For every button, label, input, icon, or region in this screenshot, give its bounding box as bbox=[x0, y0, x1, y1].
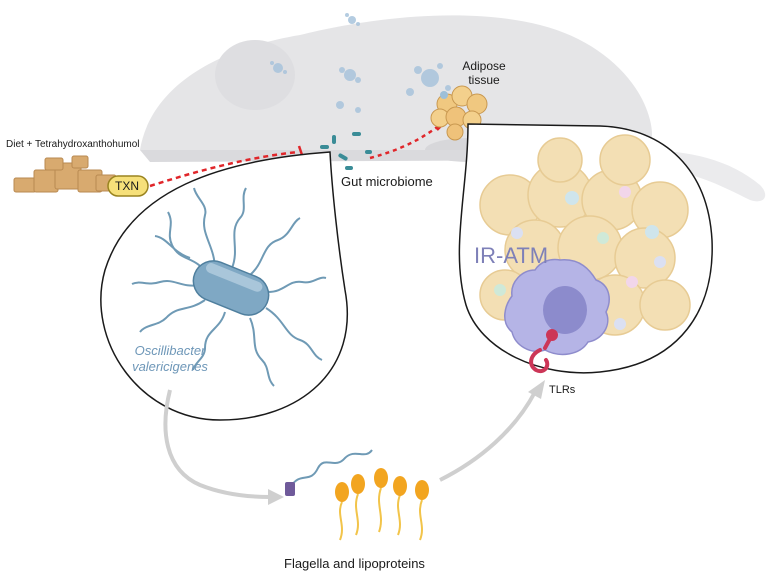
tlr-receptor-icon bbox=[529, 329, 558, 373]
gut-microbiome-label: Gut microbiome bbox=[341, 174, 433, 189]
species-genus: Oscillibacter bbox=[134, 343, 206, 358]
flagellum-icon bbox=[285, 449, 373, 496]
adipocytes-icon bbox=[479, 134, 691, 336]
adipose-label-line1: Adipose bbox=[462, 59, 506, 73]
ir-atm-label: IR-ATM bbox=[474, 243, 549, 268]
adipose-label-line2: tissue bbox=[468, 73, 500, 87]
tissue-network-clusters bbox=[270, 13, 451, 113]
arrow-heads bbox=[268, 380, 545, 505]
lipoprotein-icons bbox=[335, 468, 429, 541]
bacterium-icon bbox=[131, 187, 327, 387]
tlrs-label: TLRs bbox=[549, 384, 576, 396]
immune-cells-icon bbox=[494, 186, 666, 330]
txn-pill bbox=[107, 175, 149, 197]
adipose-tissue-label: Adipose tissue bbox=[455, 59, 513, 87]
process-arrows bbox=[163, 389, 537, 499]
flagella-lipoproteins-label: Flagella and lipoproteins bbox=[284, 556, 425, 571]
species-epithet: valericigenes bbox=[132, 359, 208, 374]
species-label: Oscillibacter valericigenes bbox=[124, 343, 216, 375]
diet-label: Diet + Tetrahydroxanthohumol bbox=[6, 139, 140, 150]
food-blocks-icon bbox=[13, 155, 117, 193]
macrophage-icon bbox=[504, 258, 610, 356]
txn-label: TXN bbox=[115, 179, 139, 193]
